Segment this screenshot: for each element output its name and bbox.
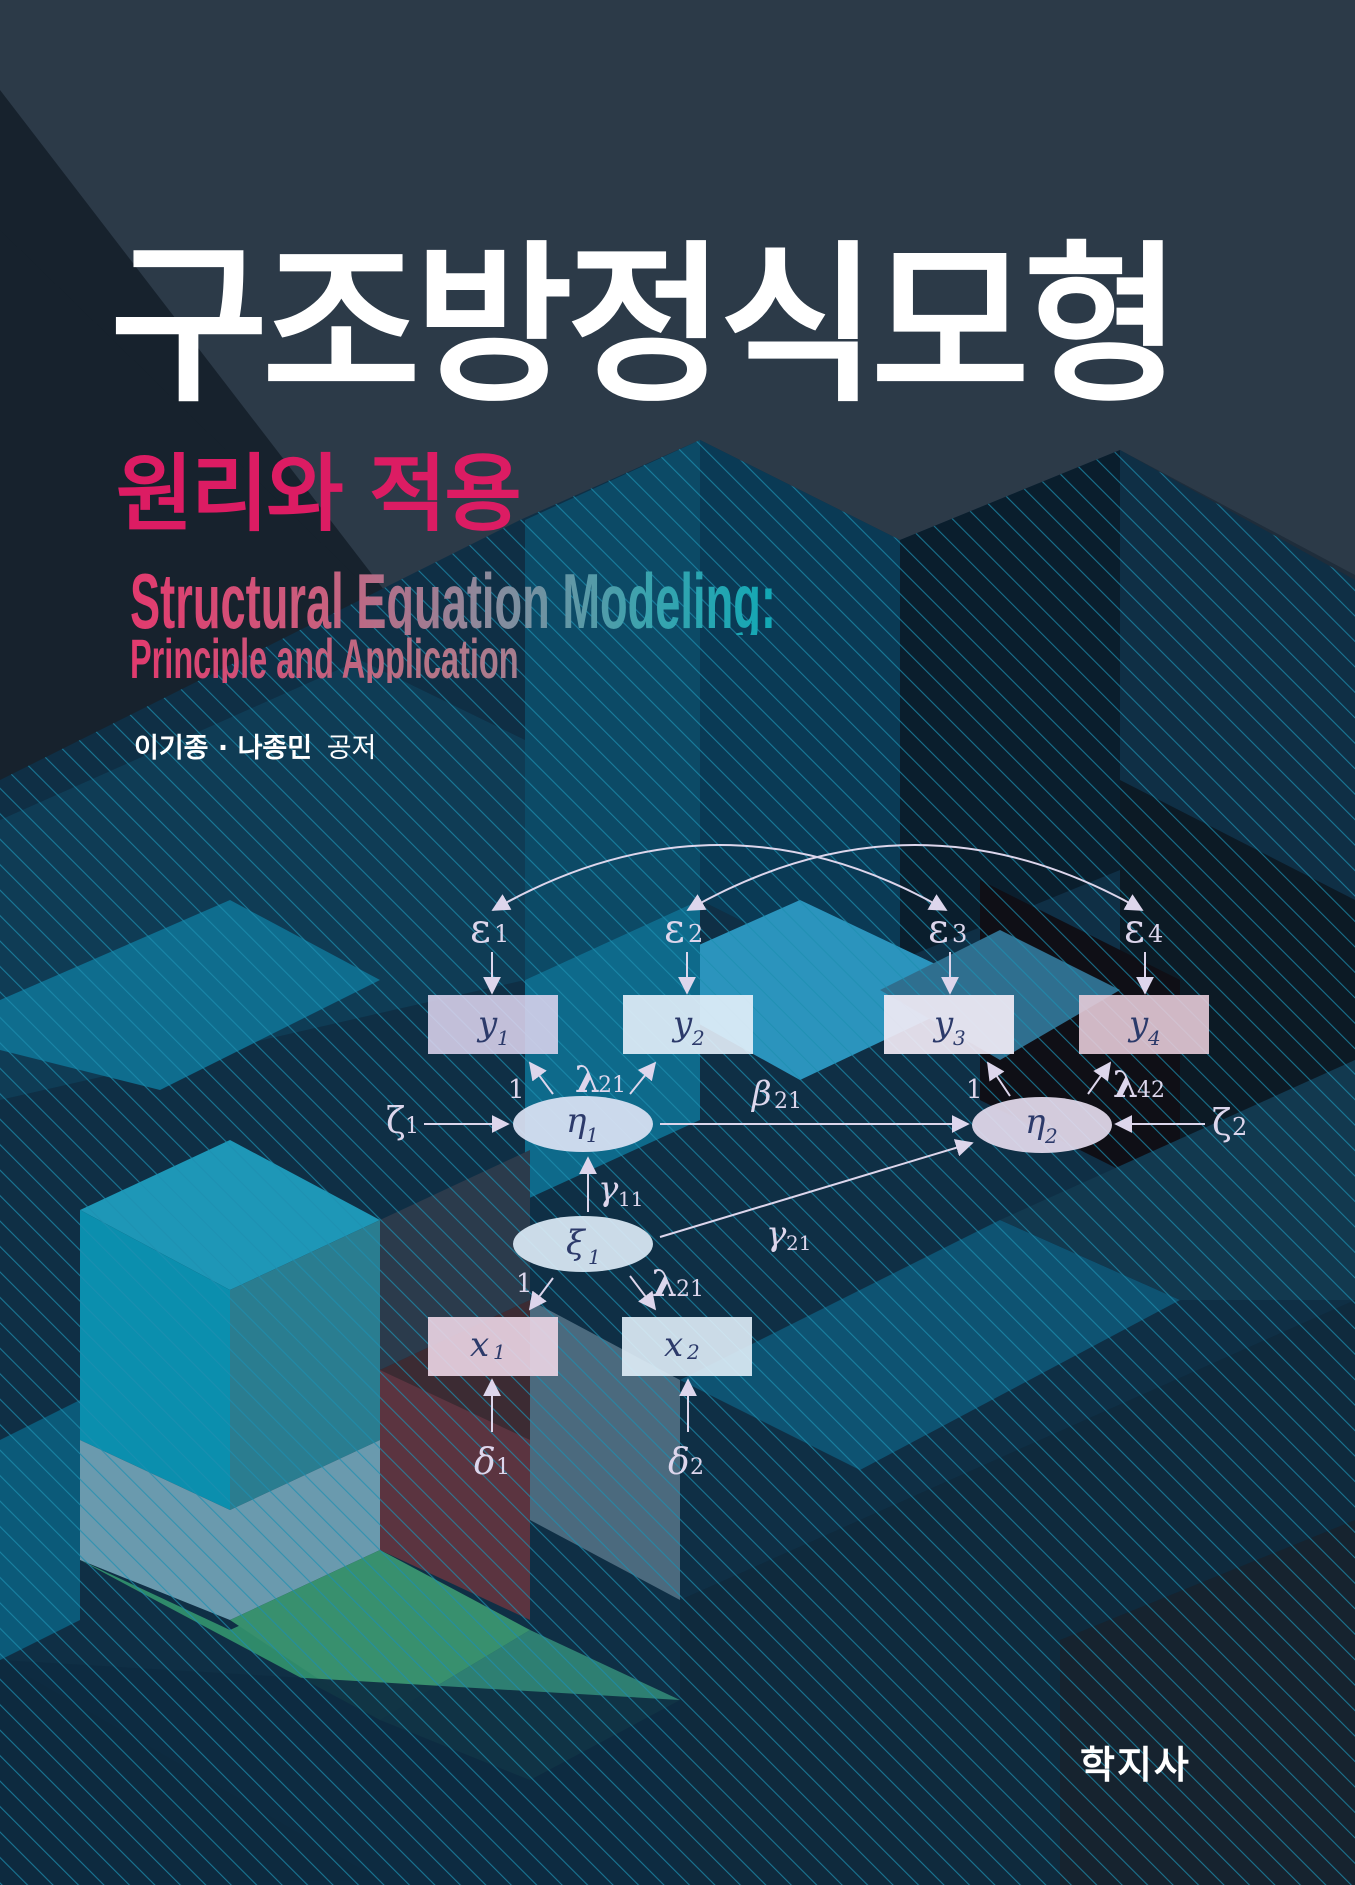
arrow-xi1-eta2 [659, 1139, 974, 1238]
svg-text:ξ: ξ [566, 1223, 587, 1263]
disturbance-zeta1: ζ 1 [386, 1101, 419, 1142]
svg-text:ε: ε [1124, 906, 1145, 952]
svg-text:21: 21 [676, 1277, 704, 1302]
svg-text:4: 4 [1147, 1026, 1161, 1050]
arrow-eta1-y2 [629, 1061, 657, 1095]
error-epsilon-3: ε 3 [928, 906, 967, 952]
subtitle-english-line1: Structural Equation Modeling: [130, 557, 776, 645]
author-role: 공저 [326, 733, 377, 764]
svg-text:21: 21 [598, 1073, 626, 1098]
svg-text:γ: γ [766, 1214, 787, 1254]
svg-text:η: η [566, 1101, 587, 1141]
svg-text:2: 2 [688, 920, 703, 948]
subtitle-english: Structural Equation Modeling: Principle … [130, 557, 776, 687]
disturbance-zeta2: ζ 2 [1212, 1103, 1247, 1144]
svg-text:ε: ε [470, 906, 491, 952]
publisher-logo: 학지사 [1080, 1743, 1191, 1787]
latent-eta1: η 1 [513, 1096, 653, 1152]
arrow-eta1-y1 [528, 1061, 554, 1095]
loading-label-xi1-x1: 1 [516, 1269, 533, 1299]
svg-text:ζ: ζ [386, 1101, 406, 1142]
svg-text:x: x [664, 1325, 683, 1365]
observed-x1: x 1 [428, 1317, 558, 1376]
error-epsilon-1: ε 1 [470, 906, 509, 952]
svg-text:ε: ε [664, 906, 685, 952]
observed-x2: x 2 [622, 1317, 752, 1376]
path-label-beta21: β 21 [750, 1074, 802, 1114]
svg-text:1: 1 [405, 1114, 419, 1139]
svg-text:ζ: ζ [1212, 1103, 1232, 1144]
error-delta-2: δ 2 [668, 1442, 704, 1483]
svg-text:11: 11 [618, 1187, 643, 1211]
svg-text:2: 2 [686, 1340, 700, 1364]
author-names: 이기종 · 나종민 [134, 733, 313, 764]
arrow-xi1-x2 [629, 1275, 657, 1311]
svg-text:1: 1 [497, 1026, 510, 1050]
svg-text:η: η [1025, 1102, 1046, 1142]
loading-label-lambda42: λ 42 [1113, 1064, 1165, 1106]
loading-label-eta2-y3: 1 [966, 1075, 983, 1105]
svg-text:2: 2 [1044, 1124, 1058, 1148]
svg-text:3: 3 [953, 1026, 966, 1050]
svg-text:y: y [932, 1004, 954, 1044]
svg-text:y: y [671, 1004, 693, 1044]
arrow-eta2-y3 [987, 1061, 1011, 1097]
subtitle-english-line2: Principle and Application [130, 630, 776, 686]
path-label-gamma11: γ 11 [598, 1169, 643, 1211]
svg-text:λ: λ [575, 1059, 600, 1101]
svg-text:ε: ε [928, 906, 949, 952]
observed-y4: y 4 [1079, 995, 1209, 1054]
svg-text:λ: λ [1113, 1064, 1138, 1106]
observed-y2: y 2 [623, 995, 753, 1054]
svg-text:2: 2 [1232, 1113, 1247, 1141]
arrow-eta2-y4 [1087, 1061, 1112, 1095]
svg-text:1: 1 [493, 1340, 506, 1364]
svg-text:1: 1 [586, 1123, 599, 1147]
svg-text:42: 42 [1137, 1078, 1165, 1103]
svg-text:4: 4 [1148, 920, 1163, 948]
svg-text:δ: δ [474, 1442, 496, 1483]
svg-text:1: 1 [494, 920, 509, 948]
svg-text:1: 1 [588, 1245, 601, 1269]
svg-text:λ: λ [652, 1263, 677, 1305]
svg-text:21: 21 [786, 1231, 811, 1255]
error-delta-1: δ 1 [474, 1442, 510, 1483]
loading-label-lambda21-top: λ 21 [575, 1059, 626, 1101]
arrow-xi1-x1 [528, 1277, 554, 1311]
svg-text:3: 3 [952, 920, 967, 948]
error-epsilon-2: ε 2 [664, 906, 703, 952]
path-label-gamma21: γ 21 [766, 1214, 811, 1255]
authors: 이기종 · 나종민 공저 [134, 726, 376, 765]
covariance-arc-e1-e3 [491, 844, 948, 911]
svg-text:γ: γ [598, 1169, 619, 1209]
loading-label-eta1-y1: 1 [508, 1075, 525, 1105]
subtitle-korean: 원리와 적용 [116, 445, 522, 543]
latent-xi1: ξ 1 [513, 1216, 653, 1272]
covariance-arc-e2-e4 [686, 844, 1144, 911]
svg-text:2: 2 [691, 1026, 705, 1050]
svg-text:x: x [470, 1325, 489, 1365]
latent-eta2: η 2 [972, 1097, 1112, 1153]
svg-text:δ: δ [668, 1442, 690, 1483]
svg-text:y: y [476, 1004, 498, 1044]
observed-y1: y 1 [428, 995, 558, 1054]
svg-text:1: 1 [496, 1455, 510, 1480]
svg-text:2: 2 [690, 1455, 704, 1480]
svg-text:y: y [1127, 1004, 1149, 1044]
svg-text:β: β [750, 1074, 772, 1114]
error-epsilon-4: ε 4 [1124, 906, 1163, 952]
svg-text:21: 21 [774, 1089, 802, 1114]
observed-y3: y 3 [884, 995, 1014, 1054]
title-korean: 구조방정식모형 [110, 225, 1182, 426]
loading-label-lambda21-bottom: λ 21 [652, 1263, 704, 1305]
